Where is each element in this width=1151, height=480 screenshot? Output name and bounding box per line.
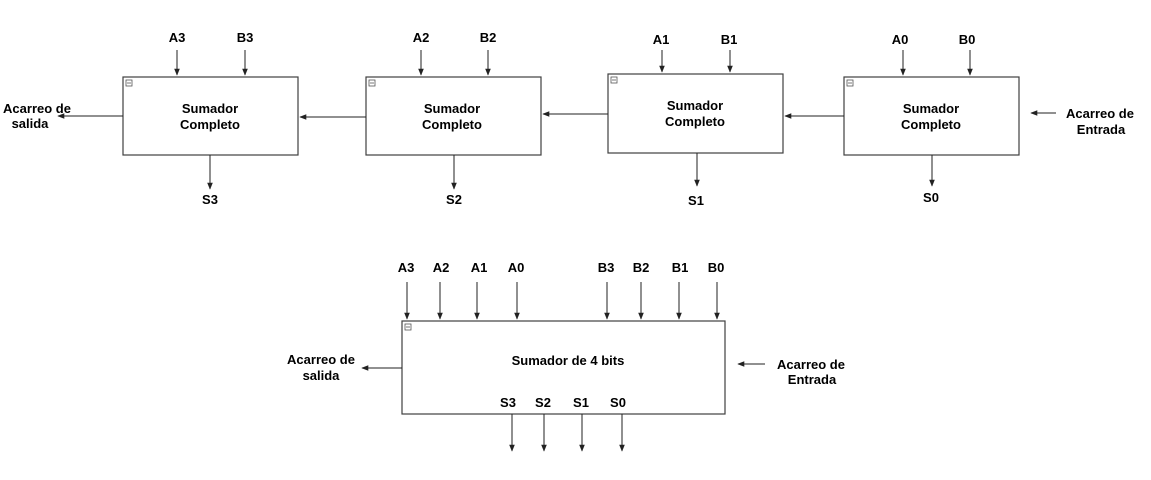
input-label-b0: B0	[708, 260, 725, 275]
full-adder-box	[607, 73, 784, 154]
full-adder-block-0: Sumador Completo A0 B0 S0	[843, 32, 1020, 205]
block-label-line1: Sumador	[903, 101, 959, 116]
block-label-line1: Sumador	[667, 98, 723, 113]
block-label-line1: Sumador	[424, 101, 480, 116]
input-a-label: A1	[653, 32, 670, 47]
full-adder-block-1: Sumador Completo A1 B1 S1	[607, 32, 784, 208]
full-adder-block-3: Sumador Completo A3 B3 S3	[122, 30, 299, 207]
input-a-label: A2	[413, 30, 430, 45]
carry-out-label-line2: salida	[303, 368, 341, 383]
collapse-icon	[404, 323, 412, 331]
input-label-a3: A3	[398, 260, 415, 275]
full-adder-block-2: Sumador Completo A2 B2 S2	[365, 30, 542, 207]
block-label-line2: Completo	[901, 117, 961, 132]
carry-in-label-line1: Acarreo de	[777, 357, 845, 372]
carry-out-label-line2: salida	[12, 116, 50, 131]
four-bit-adder-box	[401, 320, 726, 415]
input-b-label: B2	[480, 30, 497, 45]
sum-output-label: S1	[688, 193, 704, 208]
four-bit-adder: Sumador de 4 bits A3 A2 A1 A0 B3 B2 B1 B…	[287, 260, 845, 452]
collapse-icon	[368, 79, 376, 87]
input-label-a1: A1	[471, 260, 488, 275]
block-label-line2: Completo	[180, 117, 240, 132]
sum-output-label: S0	[923, 190, 939, 205]
carry-out-label-line1: Acarreo de	[287, 352, 355, 367]
output-label-s1: S1	[573, 395, 589, 410]
output-label-s3: S3	[500, 395, 516, 410]
input-label-b3: B3	[598, 260, 615, 275]
full-adder-box	[365, 76, 542, 156]
collapse-icon	[846, 79, 854, 87]
block-label-line2: Completo	[422, 117, 482, 132]
input-b-label: B0	[959, 32, 976, 47]
collapse-icon	[125, 79, 133, 87]
sum-output-label: S3	[202, 192, 218, 207]
full-adder-box	[122, 76, 299, 156]
block-label-line2: Completo	[665, 114, 725, 129]
collapse-icon	[610, 76, 618, 84]
sum-output-label: S2	[446, 192, 462, 207]
input-label-a0: A0	[508, 260, 525, 275]
input-a-label: A0	[892, 32, 909, 47]
four-bit-adder-title: Sumador de 4 bits	[512, 353, 625, 368]
carry-in-label-line2: Entrada	[788, 372, 837, 387]
carry-in-label-line2: Entrada	[1077, 122, 1126, 137]
input-label-b1: B1	[672, 260, 689, 275]
output-label-s2: S2	[535, 395, 551, 410]
carry-in-label-line1: Acarreo de	[1066, 106, 1134, 121]
input-a-label: A3	[169, 30, 186, 45]
input-label-b2: B2	[633, 260, 650, 275]
output-label-s0: S0	[610, 395, 626, 410]
input-b-label: B1	[721, 32, 738, 47]
block-label-line1: Sumador	[182, 101, 238, 116]
carry-out-label-line1: Acarreo de	[3, 101, 71, 116]
input-label-a2: A2	[433, 260, 450, 275]
input-b-label: B3	[237, 30, 254, 45]
full-adder-box	[843, 76, 1020, 156]
